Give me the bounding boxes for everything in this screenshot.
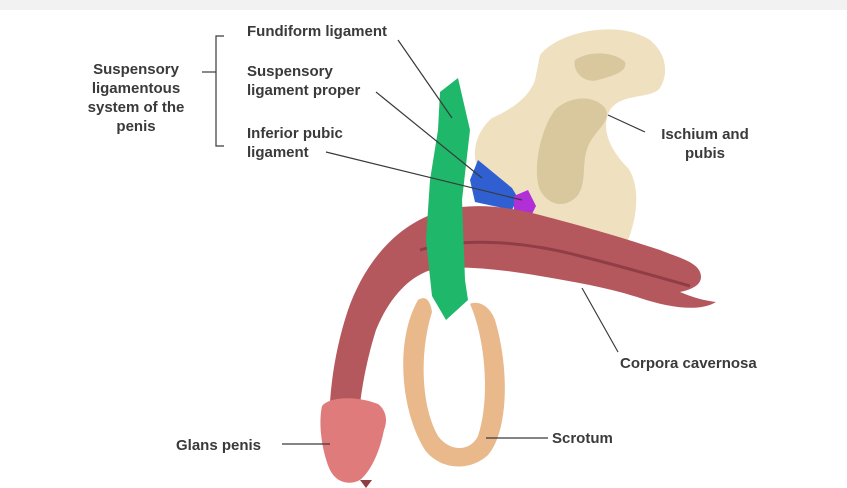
scrotum: [403, 298, 505, 466]
suspensory-ligament-proper-label: Suspensory ligament proper: [247, 62, 360, 100]
inferior-pubic-ligament-line: ligament: [247, 143, 343, 162]
glans-penis-label: Glans penis: [176, 436, 261, 455]
suspensory-system-line: system of the: [68, 98, 204, 117]
penile-shaft: [330, 206, 716, 405]
fundiform-ligament-line: Fundiform ligament: [247, 22, 387, 41]
bracket-line: [216, 36, 224, 146]
suspensory-ligament-proper-line: ligament proper: [247, 81, 360, 100]
glans-penis: [320, 398, 386, 483]
scrotum-line: Scrotum: [552, 429, 613, 448]
ischium-leader: [608, 115, 645, 132]
fundiform-leader: [398, 40, 452, 118]
corpora-cavernosa-line: Corpora cavernosa: [620, 354, 757, 373]
suspensory-system-label: Suspensory ligamentous system of the pen…: [68, 60, 204, 136]
ischium-pubis-line: pubis: [650, 144, 760, 163]
glans-penis-line: Glans penis: [176, 436, 261, 455]
corpora-leader: [582, 288, 618, 352]
scrotum-label: Scrotum: [552, 429, 613, 448]
suspensory-ligament-proper-line: Suspensory: [247, 62, 360, 81]
ischium-pubis-label: Ischium and pubis: [650, 125, 760, 163]
suspensory-system-line: penis: [68, 117, 204, 136]
glans-tip: [360, 480, 372, 488]
fundiform-ligament-label: Fundiform ligament: [247, 22, 387, 41]
suspensory-system-line: ligamentous: [68, 79, 204, 98]
suspensory-system-line: Suspensory: [68, 60, 204, 79]
ischium-pubis-line: Ischium and: [650, 125, 760, 144]
fundiform-ligament: [426, 78, 470, 320]
corpora-cavernosa-label: Corpora cavernosa: [620, 354, 757, 373]
inferior-pubic-ligament-line: Inferior pubic: [247, 124, 343, 143]
inferior-pubic-ligament-label: Inferior pubic ligament: [247, 124, 343, 162]
